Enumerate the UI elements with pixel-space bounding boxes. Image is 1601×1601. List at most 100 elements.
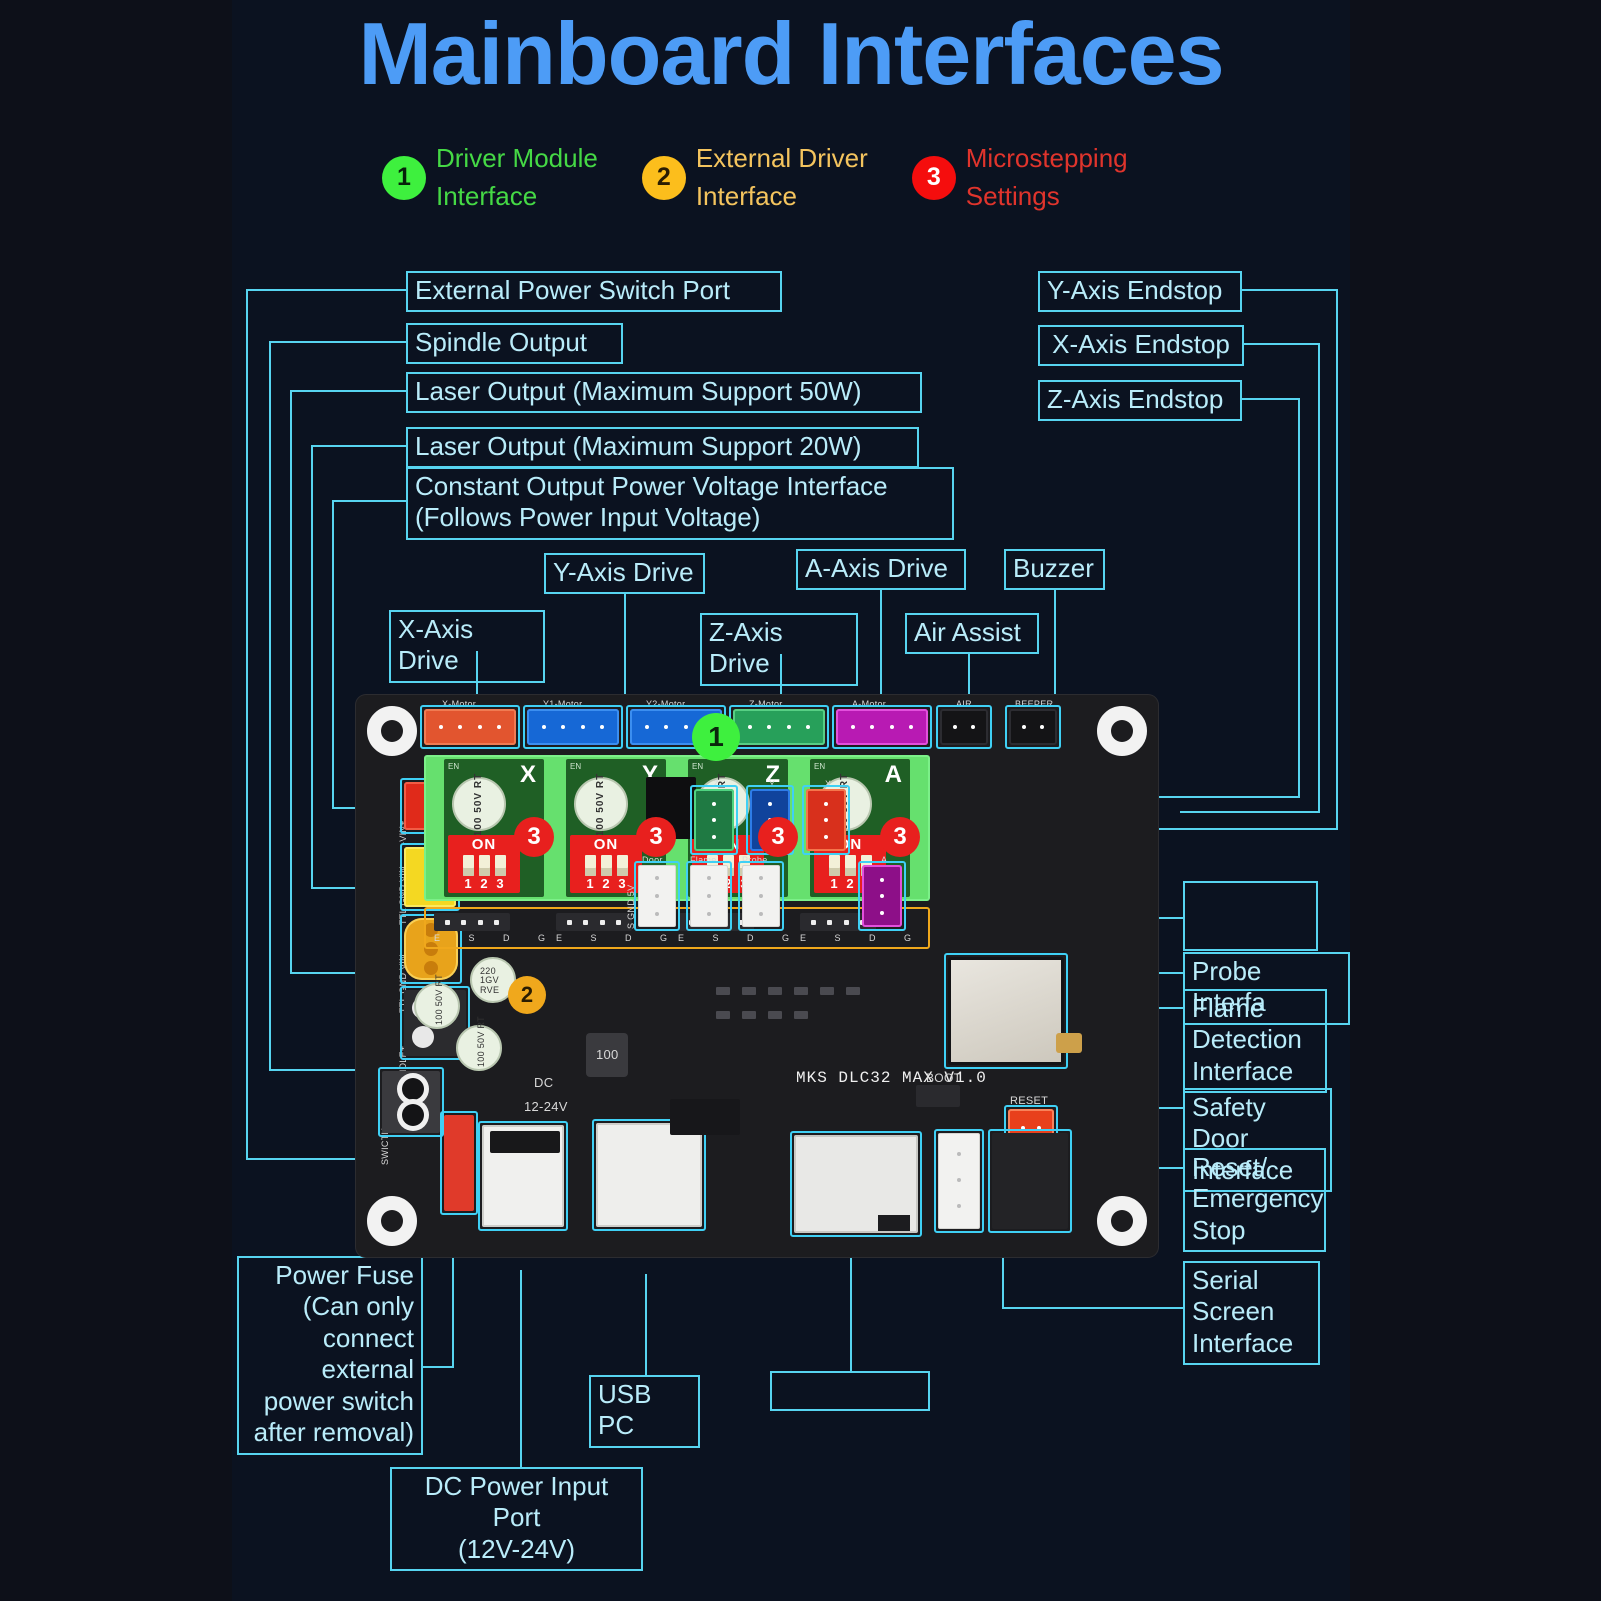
silk-y2-motor: Y2-Motor bbox=[646, 699, 686, 709]
callout-z-axis-endstop[interactable]: Z-Axis Endstop bbox=[1038, 380, 1242, 422]
silk-dc-range: 12-24V bbox=[524, 1099, 568, 1114]
callout-reset-emergency-stop[interactable]: Reset/ Emergency Stop bbox=[1183, 1148, 1326, 1253]
dc-power-input-jack bbox=[482, 1125, 564, 1227]
silk-reset: RESET bbox=[1010, 1095, 1049, 1107]
switch-hole-top bbox=[402, 1078, 424, 1100]
leader-dc-power bbox=[520, 1270, 522, 1468]
callout-unlabeled-b[interactable] bbox=[770, 1371, 930, 1411]
power-fuse bbox=[444, 1115, 474, 1211]
silk-boot: BOOT bbox=[926, 1071, 962, 1085]
driver-x-dip-on: ON bbox=[471, 836, 497, 853]
connector-endstop-x bbox=[806, 789, 846, 851]
connector-endstop-z bbox=[694, 789, 734, 851]
silk-endstop-y: Y bbox=[769, 779, 776, 789]
connector-y1-motor bbox=[527, 709, 619, 745]
leader-z-endstop-h1 bbox=[1242, 398, 1300, 400]
terminal-switch bbox=[382, 1071, 440, 1133]
connector-x-motor bbox=[424, 709, 516, 745]
driver-y-capacitor: 100 50V RT bbox=[574, 772, 628, 836]
leader-power-fuse bbox=[422, 1366, 454, 1368]
legend-badge-3: 3 bbox=[911, 155, 956, 200]
callout-external-power-switch-port[interactable]: External Power Switch Port bbox=[406, 271, 782, 313]
ext-driver-pins-x: E S D G bbox=[434, 933, 559, 943]
callout-flame-detection-interface[interactable]: Flame Detection Interface bbox=[1183, 989, 1327, 1094]
smd-decor-1 bbox=[716, 987, 730, 995]
ext-driver-pins-z: E S D G bbox=[678, 933, 803, 943]
mounting-hole-top-left bbox=[364, 703, 420, 759]
driver-a-en-label: EN bbox=[814, 762, 826, 771]
callout-dc-power-input-port[interactable]: DC Power Input Port (12V-24V) bbox=[390, 1467, 643, 1572]
callout-probe-interface[interactable]: Probe Interfa bbox=[1183, 952, 1350, 1025]
callout-y-axis-endstop[interactable]: Y-Axis Endstop bbox=[1038, 271, 1242, 313]
inductor-label: 100 bbox=[596, 1047, 619, 1062]
callout-unlabeled-a[interactable] bbox=[1183, 881, 1318, 951]
callout-laser-output-50w[interactable]: Laser Output (Maximum Support 50W) bbox=[406, 372, 922, 414]
esp32-module bbox=[948, 957, 1064, 1065]
capacitor-c100-a-label: 100 50V RT bbox=[434, 974, 444, 1025]
legend-item-external-driver: 2 External Driver Interface bbox=[641, 140, 868, 215]
leader-spindle-h2 bbox=[269, 1069, 386, 1071]
connector-flame bbox=[690, 865, 728, 927]
callout-spindle-output[interactable]: Spindle Output bbox=[406, 323, 623, 365]
leader-laser50-v bbox=[290, 390, 292, 973]
marker-1-driver-module: 1 bbox=[692, 713, 740, 761]
leader-ext-power-switch-h1 bbox=[246, 289, 406, 291]
mounting-hole-top-right bbox=[1094, 703, 1150, 759]
callout-power-fuse[interactable]: Power Fuse (Can only connect external po… bbox=[237, 1256, 423, 1455]
board-model-silkscreen: MKS DLC32 MAX V1.0 bbox=[796, 1069, 987, 1087]
leader-buzzer bbox=[1054, 589, 1056, 708]
leader-constv-h1 bbox=[332, 500, 406, 502]
smd-decor-10 bbox=[794, 1011, 808, 1019]
silk-endstop-z: Z bbox=[713, 779, 719, 789]
leader-serial-v bbox=[1002, 1258, 1004, 1309]
callout-air-assist[interactable]: Air Assist bbox=[905, 613, 1039, 655]
leader-z-endstop-h2 bbox=[1070, 796, 1300, 798]
callout-a-axis-drive[interactable]: A-Axis Drive bbox=[796, 549, 966, 591]
callout-y-axis-drive[interactable]: Y-Axis Drive bbox=[544, 553, 705, 595]
silk-switch: SWICTH bbox=[380, 1127, 390, 1165]
callout-serial-screen-interface[interactable]: Serial Screen Interface bbox=[1183, 1261, 1320, 1366]
silk-flame: Flame bbox=[690, 855, 717, 865]
legend-item-microstepping: 3 Microstepping Settings bbox=[911, 140, 1128, 215]
callout-constant-output-voltage[interactable]: Constant Output Power Voltage Interface … bbox=[406, 467, 954, 540]
callout-x-axis-drive[interactable]: X-Axis Drive bbox=[389, 610, 545, 683]
leader-spindle-v bbox=[269, 341, 271, 1070]
leader-constv-v bbox=[332, 500, 334, 808]
connector-beeper bbox=[1009, 709, 1057, 745]
leader-a-drive bbox=[880, 590, 882, 764]
callout-safety-door-interface[interactable]: Safety Door Interface bbox=[1183, 1088, 1332, 1193]
callout-usb-pc[interactable]: USB PC bbox=[589, 1375, 700, 1448]
driver-z-en-label: EN bbox=[692, 762, 704, 771]
callout-buzzer[interactable]: Buzzer bbox=[1004, 549, 1105, 591]
silk-probe: Probe bbox=[742, 855, 768, 865]
mcu-chip bbox=[670, 1099, 740, 1135]
silk-a-motor: A-Motor bbox=[852, 699, 887, 709]
silk-x-motor: X-Motor bbox=[442, 699, 477, 709]
connector-a-motor bbox=[836, 709, 928, 745]
capacitor-c100-b bbox=[456, 1025, 502, 1071]
leader-laser50-h1 bbox=[290, 390, 406, 392]
smd-decor-7 bbox=[716, 1011, 730, 1019]
driver-z-axis-label: Z bbox=[765, 761, 780, 788]
driver-x-dip-levers[interactable] bbox=[462, 855, 506, 876]
callout-x-axis-endstop[interactable]: X-Axis Endstop bbox=[1038, 325, 1244, 367]
connector-probe bbox=[742, 865, 780, 927]
leader-reset bbox=[1152, 1167, 1183, 1169]
boot-button[interactable] bbox=[916, 1085, 960, 1107]
spindle-screw-bottom bbox=[412, 1026, 434, 1048]
marker-3-z: 3 bbox=[758, 817, 798, 857]
silk-beeper: BEEPER bbox=[1015, 699, 1054, 709]
leader-serial-h1 bbox=[1002, 1307, 1183, 1309]
connector-door bbox=[638, 865, 676, 927]
silk-endstop-x: X bbox=[825, 779, 832, 789]
callout-z-axis-drive[interactable]: Z-Axis Drive bbox=[700, 613, 858, 686]
marker-3-x: 3 bbox=[514, 817, 554, 857]
serial-screen-housing bbox=[992, 1133, 1068, 1229]
driver-y-dip-levers[interactable] bbox=[584, 855, 628, 876]
callout-laser-output-20w[interactable]: Laser Output (Maximum Support 20W) bbox=[406, 427, 919, 469]
connector-air bbox=[940, 709, 988, 745]
smd-decor-2 bbox=[742, 987, 756, 995]
